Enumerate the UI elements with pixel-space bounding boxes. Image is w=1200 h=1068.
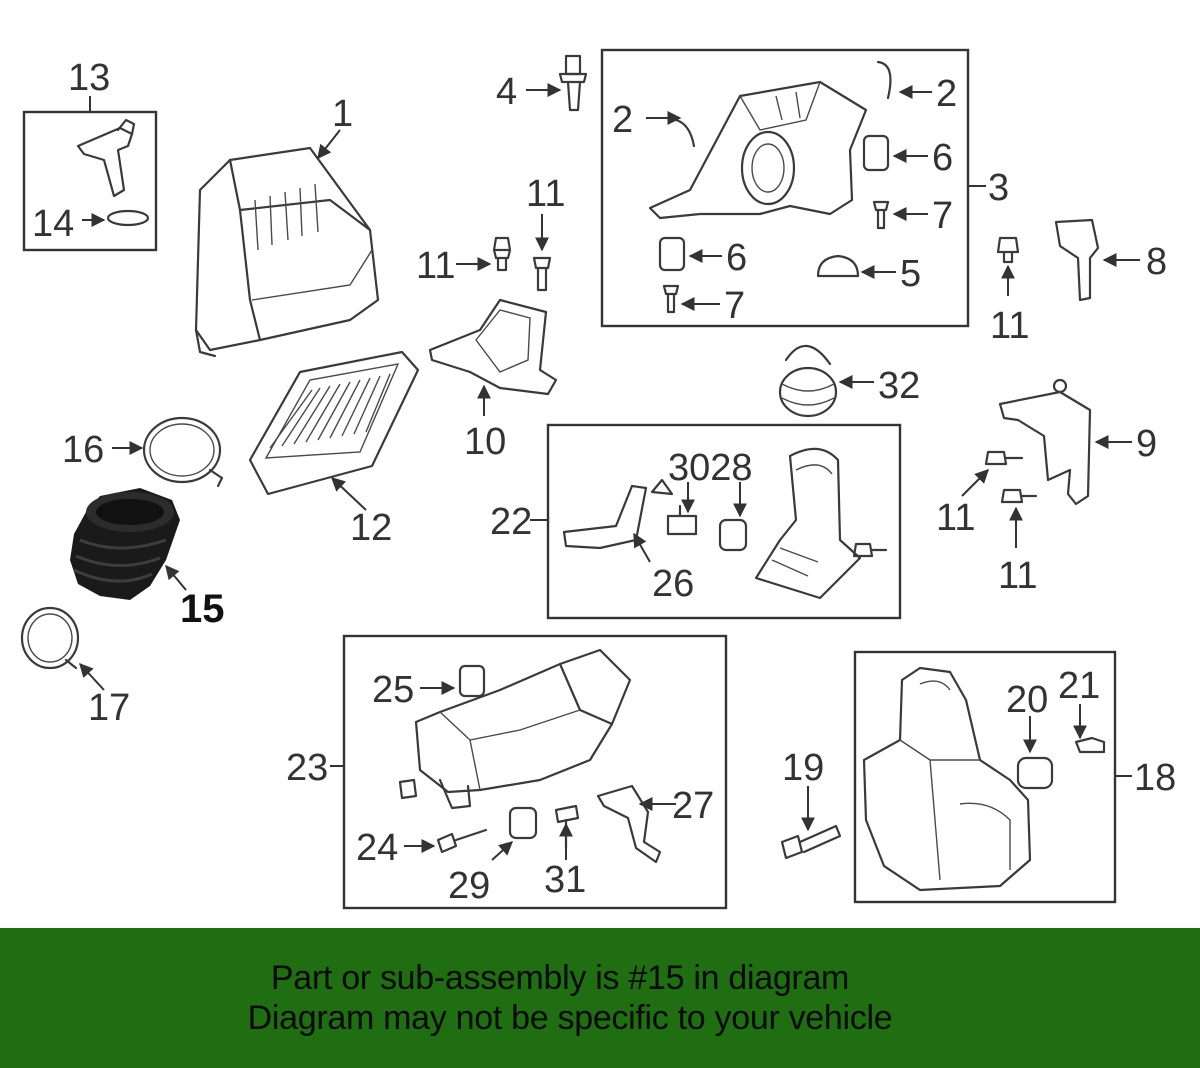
parts-diagram: 1 2 2 3 4 5 6 6 7 7 8 9 10 11 11 11 11 1… [20,48,1176,910]
label-11-left: 11 [416,245,455,287]
part-22-group [530,447,888,600]
part-1-air-cleaner-cover [194,129,380,358]
label-11-lower-left: 11 [936,497,975,539]
label-2-left: 2 [612,99,633,141]
label-3: 3 [988,167,1009,209]
callout-labels: 1 2 2 3 4 5 6 6 7 7 8 9 10 11 11 11 11 1… [32,57,1176,907]
label-23: 23 [286,747,328,789]
label-27: 27 [672,785,714,827]
label-7-right: 7 [932,195,953,237]
part-13-sensor [76,96,150,227]
label-10: 10 [464,421,506,463]
label-25: 25 [372,669,414,711]
label-11-right: 11 [990,305,1029,347]
group-box-23 [342,634,728,910]
part-16-clamp [112,416,224,488]
label-31: 31 [544,859,586,901]
label-29: 29 [448,865,490,907]
label-19: 19 [782,747,824,789]
part-32-duct [778,344,874,418]
part-10-bracket [428,298,558,416]
label-17: 17 [88,687,130,729]
label-6-left: 6 [726,237,747,279]
notice-banner: Part or sub-assembly is #15 in diagram D… [0,928,1200,1068]
part-4-bolt [526,54,588,112]
label-11-top: 11 [526,173,565,215]
label-22: 22 [490,501,532,543]
group-box-3 [600,48,970,328]
label-18: 18 [1134,757,1176,799]
label-11-lower: 11 [998,555,1037,597]
label-14: 14 [32,203,74,245]
label-9: 9 [1136,423,1157,465]
notice-line-2: Diagram may not be specific to your vehi… [247,999,893,1037]
label-16: 16 [62,429,104,471]
part-12-air-filter [248,350,420,511]
label-6-right: 6 [932,137,953,179]
label-5: 5 [900,253,921,295]
label-1: 1 [332,93,353,135]
part-11-bolts-center [456,214,552,292]
part-19-bolt [780,786,842,860]
part-18-group [862,666,1132,892]
label-26: 26 [652,563,694,605]
label-24: 24 [356,827,398,869]
label-13: 13 [68,57,110,99]
part-23-group [330,648,676,864]
label-12: 12 [350,507,392,549]
group-box-22 [546,423,902,620]
label-3028: 3028 [668,447,753,489]
label-15: 15 [180,587,225,631]
label-21: 21 [1058,665,1100,707]
label-8: 8 [1146,241,1167,283]
label-4: 4 [496,71,517,113]
label-20: 20 [1006,679,1048,721]
part-8-bracket [1054,218,1140,302]
part-15-intake-tube [70,488,187,600]
label-7-left: 7 [724,285,745,327]
notice-line-1: Part or sub-assembly is #15 in diagram [270,959,850,997]
label-32: 32 [878,365,920,407]
part-11-bolt-right [996,236,1020,296]
label-2-right: 2 [936,73,957,115]
part-17-clamp [20,606,105,691]
part-3-resonator [646,60,986,314]
part-9-bracket [961,378,1132,548]
